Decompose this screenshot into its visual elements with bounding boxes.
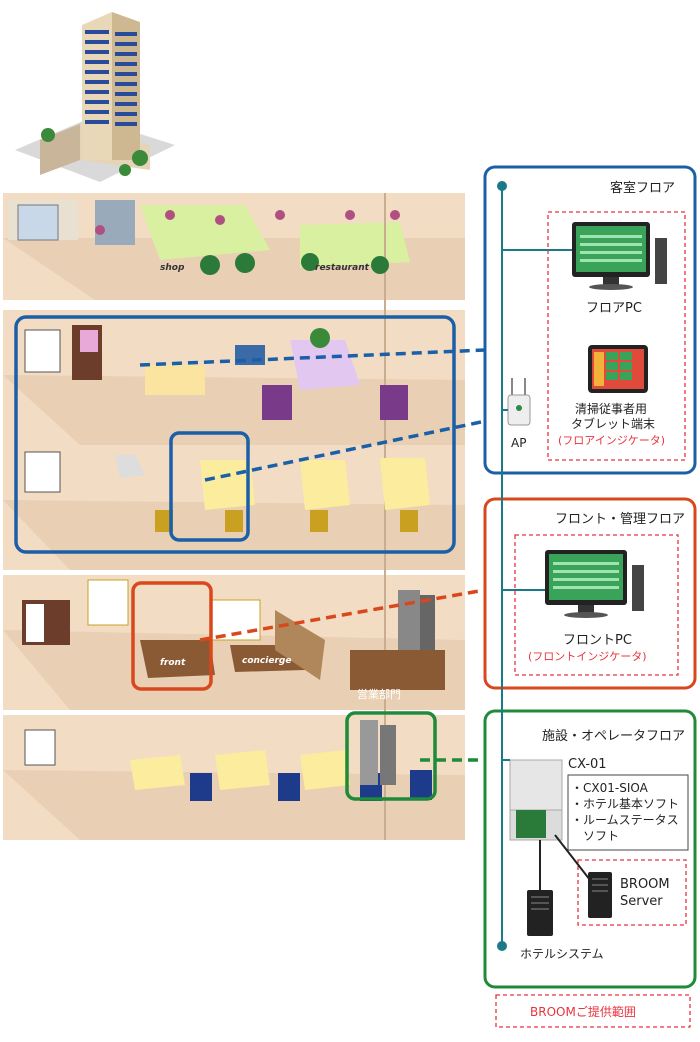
hotel-system-server-icon	[527, 890, 553, 936]
hotel-system-label: ホテルシステム	[520, 947, 604, 961]
floor-pc-icon	[572, 222, 667, 290]
broom-scope-legend-text: BROOMご提供範囲	[530, 1004, 636, 1019]
concierge-desk-sign: concierge	[242, 656, 291, 666]
front-broom-scope	[514, 534, 679, 676]
facility-floor-panel: 施設・オペレータフロア CX-01 ・CX01-SIOA ・ホテル基本ソフト ・…	[483, 709, 697, 989]
guest-floor-panel: 客室フロア フロアPC 清掃従事者用 タブレット端末 (フロアインジケータ)	[483, 165, 697, 475]
tablet-note: (フロアインジケータ)	[558, 434, 665, 447]
floor-signs: shop restaurant front concierge 営業部門	[160, 263, 401, 701]
ap-label: AP	[511, 436, 526, 450]
broom-server-label-1: BROOM	[620, 877, 670, 892]
highlight-boxes	[14, 315, 456, 801]
tablet-icon	[588, 345, 648, 393]
front-pc-note: (フロントインジケータ)	[528, 650, 647, 663]
cx01-item-2: ・ホテル基本ソフト	[571, 797, 679, 811]
guest-floor-title: 客室フロア	[610, 180, 675, 196]
restaurant-sign: restaurant	[315, 263, 370, 273]
front-floor-title: フロント・管理フロア	[555, 512, 685, 527]
hotel-tower-icon	[15, 12, 175, 182]
cx01-item-3: ・ルームステータス	[571, 813, 679, 827]
cx01-item-1: ・CX01-SIOA	[571, 781, 649, 795]
shop-sign: shop	[160, 263, 185, 273]
front-desk-sign: front	[160, 658, 186, 668]
server-highlight	[345, 711, 437, 801]
broom-scope-legend: BROOMご提供範囲	[495, 994, 691, 1028]
backbone-bottom-node	[497, 941, 507, 951]
floor-pc-label: フロアPC	[586, 301, 642, 316]
tablet-label-2: タブレット端末	[571, 416, 655, 431]
access-point-icon	[507, 378, 531, 426]
front-desk-highlight	[131, 581, 213, 691]
tablet-user-highlight	[169, 431, 250, 542]
cx01-spec-box	[567, 774, 689, 851]
front-floor-panel: フロント・管理フロア フロントPC (フロントインジケータ)	[483, 497, 697, 690]
dashed-connectors	[139, 348, 501, 762]
cx01-device-icon	[509, 759, 563, 841]
backbone-top-node	[497, 181, 507, 191]
broom-server-icon	[588, 872, 612, 918]
sales-dept-sign: 営業部門	[357, 687, 401, 701]
network-backbone	[501, 186, 591, 946]
cx01-item-4: ソフト	[571, 829, 619, 843]
front-pc-icon	[545, 550, 644, 618]
cx01-title: CX-01	[568, 757, 607, 772]
tablet-label-1: 清掃従事者用	[575, 401, 647, 416]
broom-server-label-2: Server	[620, 894, 663, 909]
facility-floor-title: 施設・オペレータフロア	[542, 728, 685, 744]
guest-broom-scope	[547, 211, 686, 461]
guest-floor-highlight	[14, 315, 456, 554]
front-pc-label: フロントPC	[563, 633, 632, 648]
broom-server-scope	[577, 859, 687, 926]
